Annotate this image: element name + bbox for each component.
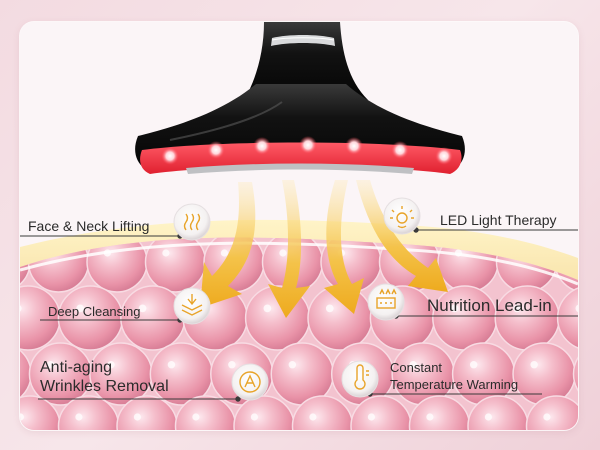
label-antiaging: Anti-aging Wrinkles Removal: [40, 359, 169, 395]
skin-cell-highlight: [167, 360, 176, 369]
label-cleansing: Deep Cleansing: [48, 304, 141, 319]
skin-cell-highlight: [192, 413, 200, 421]
skin-cell-highlight: [228, 360, 236, 369]
led-dot: [207, 141, 225, 159]
neck-device: [135, 22, 465, 174]
skin-cell-highlight: [543, 413, 551, 421]
skin-cell-highlight: [46, 360, 55, 369]
skin-cell-highlight: [288, 360, 297, 369]
skin-cell-highlight: [367, 413, 375, 421]
skin-cell-highlight: [107, 360, 115, 369]
label-nutrition: Nutrition Lead-in: [427, 296, 552, 315]
led-dot: [161, 147, 179, 165]
skin-cell: [556, 285, 578, 351]
label-warming: Constant Temperature Warming: [390, 360, 519, 392]
label-led: LED Light Therapy: [440, 212, 557, 228]
thermometer-icon: [341, 360, 379, 398]
illustration: [20, 22, 578, 430]
skin-cell: [512, 342, 576, 406]
nutrition-drops-icon: [367, 283, 405, 321]
led-dot: [345, 137, 363, 155]
letter-a-icon: [231, 363, 269, 401]
skin-cell-highlight: [309, 413, 317, 421]
led-dot: [253, 137, 271, 155]
skin-cell-highlight: [250, 413, 258, 421]
led-dot: [299, 136, 317, 154]
skin-cell-highlight: [162, 249, 170, 257]
skin-cell-highlight: [484, 413, 492, 421]
label-face-neck: Face & Neck Lifting: [28, 218, 150, 234]
skin-cell: [144, 237, 207, 293]
skin-cell-highlight: [263, 304, 272, 313]
skin-cell-highlight: [75, 413, 83, 421]
led-dot: [435, 147, 453, 165]
skin-cell-highlight: [513, 304, 521, 313]
skin-cell-highlight: [409, 360, 417, 369]
skin-cell-highlight: [450, 304, 459, 313]
cleansing-layers-icon: [173, 287, 211, 325]
skin-cell-highlight: [220, 249, 228, 257]
skin-cell-highlight: [279, 249, 287, 257]
skin-cell: [525, 395, 578, 430]
skin-cell-highlight: [133, 413, 141, 421]
skin-cell: [572, 342, 578, 406]
skin-cell-highlight: [20, 413, 24, 421]
skin-cell-highlight: [426, 413, 434, 421]
skin-cell-highlight: [76, 304, 84, 313]
feature-badges: [173, 197, 421, 401]
skin-cell-highlight: [530, 360, 538, 369]
energy-arrows: [200, 180, 448, 318]
skin-cell-highlight: [325, 304, 334, 313]
light-bulb-icon: [383, 197, 421, 235]
skin-cell-highlight: [138, 304, 147, 313]
lift-waves-icon: [173, 203, 211, 241]
skin-cell-highlight: [469, 360, 478, 369]
product-card: Face & Neck Lifting LED Light Therapy De…: [20, 22, 578, 430]
led-dot: [391, 141, 409, 159]
skin-cell-highlight: [575, 304, 578, 313]
